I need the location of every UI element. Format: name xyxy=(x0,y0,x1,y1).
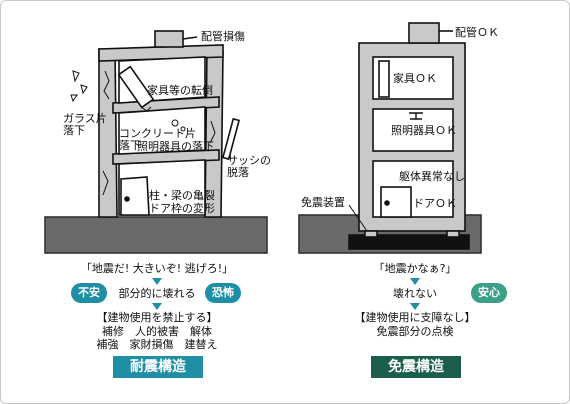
label-pipe-ok: 配管ＯＫ xyxy=(455,26,499,39)
left-consequence-1: 補修 人的被害 解体 xyxy=(102,325,212,338)
quote-right: 「地震かなぁ?」 xyxy=(373,262,457,275)
label-lighting-ok: 照明器具ＯＫ xyxy=(391,124,457,137)
banner-earthquake-resistant: 耐震構造 xyxy=(113,356,203,378)
label-glass-fall: ガラス片 落下 xyxy=(63,112,107,137)
arrow-left-1 xyxy=(152,278,162,285)
label-isolator: 免震装置 xyxy=(301,196,345,209)
label-sash-drop: サッシの 脱落 xyxy=(227,154,271,179)
label-pipe-damage: 配管損傷 xyxy=(201,30,245,43)
damaged-building xyxy=(44,30,268,254)
ground-left xyxy=(44,216,268,254)
left-middle: 部分的に壊れる xyxy=(118,287,196,300)
quote-left: 「地震だ! 大きいぞ! 逃げろ!」 xyxy=(80,262,234,275)
isolator-pit xyxy=(348,234,470,250)
label-frame-ok: 躯体異常なし xyxy=(399,170,465,183)
label-column-crack: 柱・梁の亀裂 ドア枠の変形 xyxy=(149,189,215,215)
badge-anxiety: 不安 xyxy=(71,283,107,303)
badge-fear: 恐怖 xyxy=(205,283,241,303)
arrow-right-1 xyxy=(410,278,420,285)
arrow-right-2 xyxy=(410,303,420,310)
label-furniture-fall: 家具等の転倒 xyxy=(147,84,213,97)
label-lighting-fall: 照明器具の落下 xyxy=(137,140,214,153)
right-no-problem: 【建物使用に支障なし】 xyxy=(354,311,476,324)
left-prohibit: 【建物使用を禁止する】 xyxy=(96,311,218,324)
arrow-left-2 xyxy=(152,303,162,310)
label-concrete-fall: コンクリート片 落下 xyxy=(119,127,196,152)
right-inspection: 免震部分の点検 xyxy=(376,325,454,338)
badge-relief: 安心 xyxy=(471,283,507,303)
isolated-building xyxy=(298,22,482,254)
right-middle: 壊れない xyxy=(393,287,437,300)
label-door-ok: ドアＯＫ xyxy=(413,197,457,210)
banner-seismic-isolation: 免震構造 xyxy=(371,356,461,378)
label-furniture-ok: 家具ＯＫ xyxy=(393,72,437,85)
left-consequence-2: 補強 家財損傷 建替え xyxy=(96,338,218,351)
